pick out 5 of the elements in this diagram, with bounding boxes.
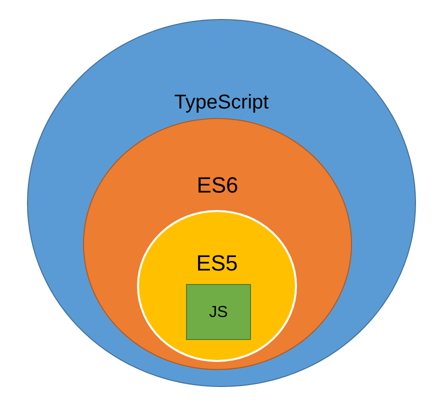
set-label: ES6 [196,172,238,198]
core-square [186,284,251,340]
set-label: JS [209,304,228,322]
set-label: ES5 [196,250,238,276]
set-label: TypeScript [174,92,269,114]
